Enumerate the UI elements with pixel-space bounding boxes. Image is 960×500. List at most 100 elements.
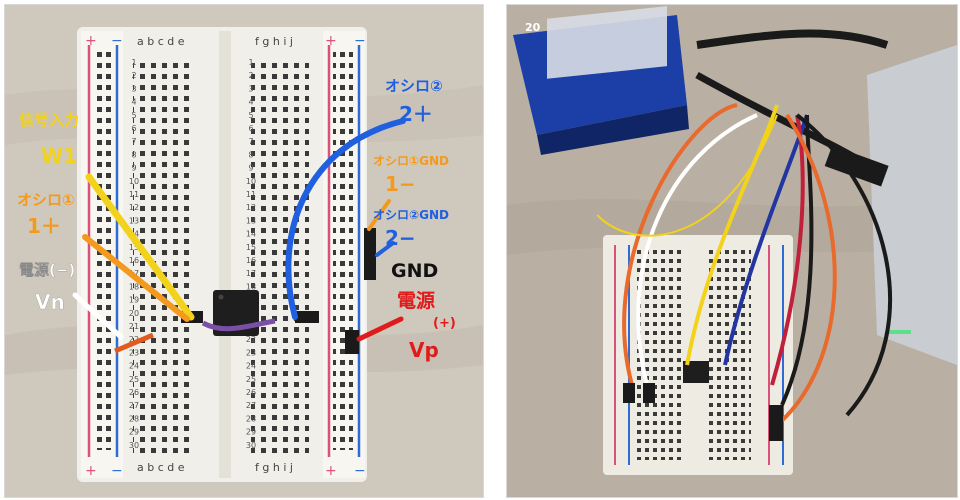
row-number: 20 bbox=[129, 309, 139, 318]
label-power-neg: 電源(−) bbox=[19, 261, 75, 279]
row-number: 4 bbox=[131, 98, 136, 107]
rail-plus-top-right: + bbox=[325, 33, 337, 49]
purple-wire bbox=[201, 318, 276, 332]
row-number: 18 bbox=[129, 282, 139, 291]
label-scope1-minus: 1− bbox=[385, 172, 416, 196]
row-number: 19 bbox=[129, 296, 139, 305]
label-power-pos: 電源 bbox=[397, 289, 435, 312]
rail-minus-bottom-right: − bbox=[354, 463, 366, 479]
label-scope1: オシロ① bbox=[17, 191, 75, 209]
row-number: 9 bbox=[131, 164, 136, 173]
breadboard-small bbox=[603, 235, 793, 475]
row-number: 8 bbox=[131, 150, 136, 159]
row-number: 13 bbox=[129, 216, 139, 225]
row-number: 30 bbox=[246, 441, 256, 450]
rail-minus-top-left: − bbox=[111, 33, 123, 49]
row-number: 15 bbox=[129, 243, 139, 252]
row-number: 28 bbox=[129, 414, 139, 423]
orange-wire bbox=[622, 103, 738, 386]
jumper-header-power bbox=[345, 330, 359, 354]
jumper-header-middle bbox=[295, 311, 319, 323]
row-number: 22 bbox=[129, 335, 139, 344]
row-number: 25 bbox=[246, 375, 256, 384]
row-number: 27 bbox=[129, 401, 139, 410]
signal-input-line bbox=[85, 173, 195, 321]
row-number: 2 bbox=[131, 71, 136, 80]
rail-minus-top-right: − bbox=[354, 33, 366, 49]
row-number: 27 bbox=[246, 401, 256, 410]
label-signal-input: 信号入力 bbox=[19, 111, 79, 129]
label-scope1-plus: 1＋ bbox=[27, 214, 61, 238]
row-number: 1 bbox=[131, 58, 136, 67]
row-number: 3 bbox=[131, 84, 136, 93]
row-number: 25 bbox=[129, 375, 139, 384]
row-number: 11 bbox=[129, 190, 139, 199]
label-gnd: GND bbox=[391, 260, 438, 282]
row-number: 24 bbox=[129, 362, 139, 371]
row-number: 23 bbox=[246, 348, 256, 357]
row-number: 12 bbox=[129, 203, 139, 212]
row-number: 14 bbox=[246, 230, 256, 239]
row-number: 13 bbox=[246, 216, 256, 225]
yellow-wire bbox=[685, 104, 779, 366]
label-scope1-gnd: オシロ①GND bbox=[373, 154, 449, 168]
scope2-plus-line bbox=[285, 118, 406, 320]
row-number: 28 bbox=[246, 414, 256, 423]
orange-short-wire bbox=[114, 332, 154, 354]
row-number: 23 bbox=[129, 348, 139, 357]
row-number: 29 bbox=[246, 428, 256, 437]
column-letters-top-right: f g h i j bbox=[255, 35, 293, 48]
label-scope2-plus: 2＋ bbox=[399, 102, 433, 126]
label-scope2-minus: 2− bbox=[385, 226, 416, 250]
row-number: 10 bbox=[129, 177, 139, 186]
device-illustration: 20 bbox=[507, 5, 957, 497]
power-pos-line bbox=[356, 316, 404, 342]
device-wiring-photo: 20 bbox=[506, 4, 958, 498]
row-number: 7 bbox=[131, 137, 136, 146]
row-number: 11 bbox=[246, 190, 256, 199]
row-number: 18 bbox=[246, 282, 256, 291]
scope2-gnd-line bbox=[375, 241, 395, 257]
label-scope2-gnd: オシロ②GND bbox=[373, 208, 449, 222]
row-number: 12 bbox=[246, 203, 256, 212]
rail-plus-bottom-right: + bbox=[325, 463, 337, 479]
device-label: 20 bbox=[525, 21, 541, 34]
label-plus-paren: (+) bbox=[433, 316, 456, 331]
row-number: 6 bbox=[248, 124, 253, 133]
label-vn: Vn bbox=[35, 290, 65, 314]
row-number: 8 bbox=[248, 150, 253, 159]
blue-wire bbox=[723, 114, 809, 366]
breadboard-annotated-photo: + − + − + − + − a b c d e f g h i j a b … bbox=[4, 4, 484, 498]
row-number: 9 bbox=[248, 164, 253, 173]
rail-minus-bottom-left: − bbox=[111, 463, 123, 479]
row-number: 3 bbox=[248, 84, 253, 93]
row-number: 2 bbox=[248, 71, 253, 80]
row-number: 16 bbox=[129, 256, 139, 265]
power-neg-line bbox=[72, 292, 124, 340]
row-number: 5 bbox=[131, 111, 136, 120]
rail-plus-top-left: + bbox=[85, 33, 97, 49]
row-number: 26 bbox=[129, 388, 139, 397]
rail-plus-bottom-left: + bbox=[85, 463, 97, 479]
column-letters-bottom-left: a b c d e bbox=[137, 461, 185, 474]
breadboard-illustration: + − + − + − + − a b c d e f g h i j a b … bbox=[5, 5, 483, 497]
column-letters-bottom-right: f g h i j bbox=[255, 461, 293, 474]
label-scope2: オシロ② bbox=[385, 77, 443, 95]
right-terminal-holes bbox=[251, 57, 309, 455]
laptop bbox=[867, 45, 957, 365]
row-number: 22 bbox=[246, 335, 256, 344]
right-power-rail-holes bbox=[333, 50, 353, 450]
left-terminal-holes bbox=[133, 57, 191, 455]
row-number: 15 bbox=[246, 243, 256, 252]
row-number: 4 bbox=[248, 98, 253, 107]
white-wire bbox=[636, 113, 758, 386]
row-number: 29 bbox=[129, 428, 139, 437]
label-w1: W1 bbox=[41, 144, 77, 168]
black-wire bbox=[780, 114, 814, 406]
scope1-gnd-line bbox=[367, 199, 391, 231]
row-number: 1 bbox=[248, 58, 253, 67]
row-number: 17 bbox=[246, 269, 256, 278]
row-number: 6 bbox=[131, 124, 136, 133]
scope1-plus-line bbox=[82, 234, 190, 322]
row-number: 26 bbox=[246, 388, 256, 397]
